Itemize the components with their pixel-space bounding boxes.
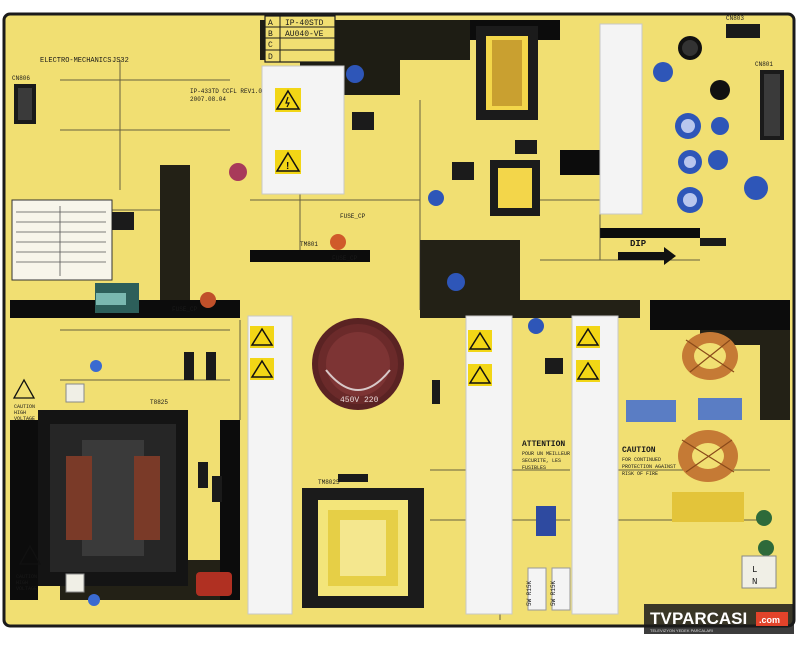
connector-cn801: CN801: [755, 61, 784, 140]
white-connectors: [65, 383, 777, 593]
model-code-box: A B C D IP-40STD AU040-VE: [264, 15, 336, 63]
svg-text:HIGH: HIGH: [14, 410, 26, 416]
line-label: L: [752, 565, 757, 575]
fuse-label-3: FUSE_CP: [172, 306, 198, 313]
row-letter-a: A: [268, 19, 273, 28]
connector-cn803: CN803: [726, 15, 760, 38]
caution-text: CAUTION FOR CONTINUED PROTECTION AGAINST…: [622, 446, 676, 477]
connector-cn806: CN806: [12, 75, 36, 124]
hv-caution-bottom: CAUTION HIGH VOLTAGE: [16, 544, 42, 592]
main-capacitor: 450V 220: [312, 318, 404, 410]
watermark-brand-right: PARCASI: [672, 609, 747, 628]
small-ics: [95, 112, 563, 374]
date-code-label: 2007.08.04: [190, 96, 226, 103]
svg-text:450V 220: 450V 220: [340, 396, 379, 405]
svg-text:HIGH: HIGH: [16, 580, 28, 586]
watermark: TV PARCASI .com TELEVIZYON YEDEK PARCALA…: [644, 604, 794, 634]
svg-text:FUSIBLES: FUSIBLES: [522, 465, 546, 471]
svg-text:CN801: CN801: [755, 61, 773, 68]
watermark-tagline: TELEVIZYON YEDEK PARCALARI: [650, 628, 713, 633]
model-code: IP-40STD: [285, 19, 324, 28]
transformer-label-3: TM801: [300, 241, 318, 248]
spec-label-lines: [16, 206, 106, 276]
svg-text:CAUTION: CAUTION: [14, 404, 35, 410]
hv-caution-top: CAUTION HIGH VOLTAGE: [12, 378, 36, 422]
svg-text:VOLTAGE: VOLTAGE: [14, 416, 35, 422]
svg-text:FOR CONTINUED: FOR CONTINUED: [622, 457, 661, 463]
toroid-coils: [678, 332, 738, 482]
maker-label: ELECTRO-MECHANICS: [40, 57, 111, 65]
svg-text:ATTENTION: ATTENTION: [522, 440, 565, 449]
svg-text:CAUTION: CAUTION: [16, 574, 37, 580]
diodes: [184, 238, 726, 502]
part-label: JS32: [112, 57, 129, 65]
spec-label-panel: [11, 199, 113, 281]
fuse-label-2: FUSE_CP: [332, 255, 358, 262]
transformer-label-1: TM8025: [318, 479, 340, 486]
row-letter-d: D: [268, 53, 273, 62]
watermark-brand-left: TV: [650, 609, 672, 628]
row-letter-c: C: [268, 41, 273, 50]
transformer-left: [38, 410, 188, 586]
transformer-main: [302, 488, 424, 608]
svg-text:PROTECTION AGAINST: PROTECTION AGAINST: [622, 464, 676, 470]
fuse-label-1: FUSE_CP: [340, 213, 366, 220]
blue-capacitors: [346, 36, 768, 334]
svg-text:5W R15K: 5W R15K: [526, 580, 533, 606]
watermark-tld: .com: [759, 615, 780, 625]
power-resistors: 5W R15K 5W R15K: [526, 567, 571, 611]
hazard-icons: !: [250, 88, 600, 386]
neutral-label: N: [752, 577, 757, 587]
model-variant: AU040-VE: [285, 30, 324, 39]
svg-text:RISK OF FIRE: RISK OF FIRE: [622, 471, 658, 477]
svg-text:VOLTAGE: VOLTAGE: [16, 586, 37, 592]
row-letter-b: B: [268, 30, 273, 39]
svg-text:DIP: DIP: [630, 239, 647, 249]
svg-text:SECURITE, LES: SECURITE, LES: [522, 458, 561, 464]
film-capacitors: [96, 293, 744, 536]
svg-text:POUR UN MEILLEUR: POUR UN MEILLEUR: [522, 451, 570, 457]
transformer-top-1: [476, 26, 538, 120]
attention-text: ATTENTION POUR UN MEILLEUR SECURITE, LES…: [522, 440, 570, 471]
part-number-label: IP-433TD CCFL REV1.0: [190, 88, 262, 95]
svg-text:CAUTION: CAUTION: [622, 446, 656, 455]
svg-text:!: !: [286, 161, 289, 172]
svg-text:5W R15K: 5W R15K: [550, 580, 557, 606]
svg-text:CN806: CN806: [12, 75, 30, 82]
transformer-label-2: T8825: [150, 399, 168, 406]
svg-text:CN803: CN803: [726, 15, 744, 22]
ceramic-caps: [88, 163, 774, 606]
transformer-top-2: [490, 160, 540, 216]
dip-arrow: DIP: [618, 239, 676, 265]
